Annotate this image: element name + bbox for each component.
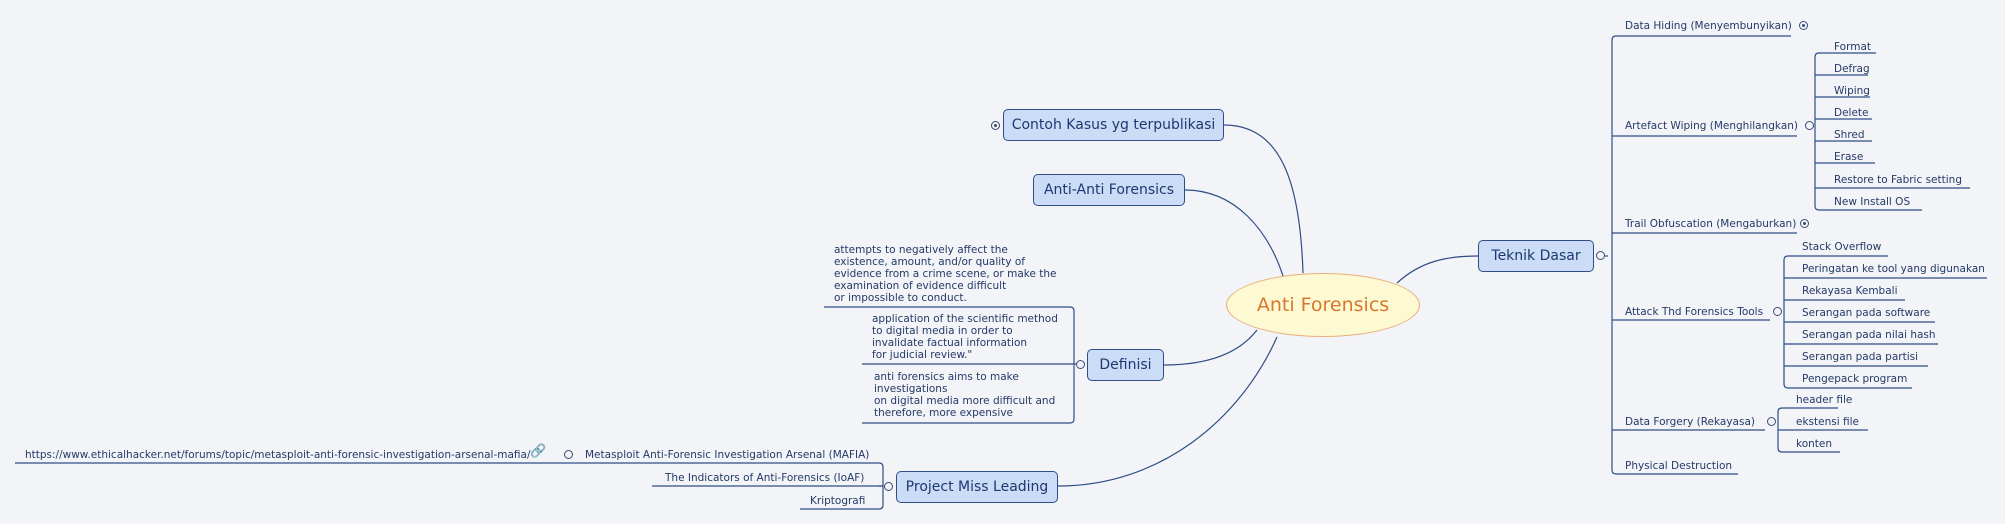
collapse-plus-icon[interactable] bbox=[991, 121, 1000, 130]
list-item[interactable]: Stack Overflow bbox=[1802, 241, 1882, 253]
list-item[interactable]: Serangan pada partisi bbox=[1802, 351, 1918, 363]
subtopic-mafia[interactable]: Metasploit Anti-Forensic Investigation A… bbox=[585, 449, 870, 461]
list-item[interactable]: Serangan pada nilai hash bbox=[1802, 329, 1936, 341]
list-item[interactable]: Wiping bbox=[1834, 85, 1870, 97]
list-item[interactable]: header file bbox=[1796, 394, 1853, 406]
list-item[interactable]: Peringatan ke tool yang digunakan bbox=[1802, 263, 1985, 275]
list-item[interactable]: ekstensi file bbox=[1796, 416, 1859, 428]
subtopic-kriptografi[interactable]: Kriptografi bbox=[810, 495, 866, 507]
subtopic-trail-obfuscation[interactable]: Trail Obfuscation (Mengaburkan) bbox=[1625, 218, 1797, 230]
definition-text[interactable]: attempts to negatively affect the existe… bbox=[834, 244, 1057, 304]
topic-contoh-kasus[interactable]: Contoh Kasus yg terpublikasi bbox=[1003, 109, 1224, 141]
list-item[interactable]: Defrag bbox=[1834, 63, 1870, 75]
list-item[interactable]: Format bbox=[1834, 41, 1872, 53]
url-link[interactable]: https://www.ethicalhacker.net/forums/top… bbox=[25, 449, 531, 461]
collapse-minus-icon[interactable] bbox=[1767, 417, 1776, 426]
subtopic-physical-destruction[interactable]: Physical Destruction bbox=[1625, 460, 1733, 472]
collapse-minus-icon[interactable] bbox=[884, 482, 893, 491]
collapse-minus-icon[interactable] bbox=[1805, 121, 1814, 130]
central-topic[interactable]: Anti Forensics bbox=[1226, 273, 1420, 337]
definition-text[interactable]: application of the scientific method to … bbox=[872, 313, 1058, 361]
topic-teknik-dasar[interactable]: Teknik Dasar bbox=[1478, 240, 1594, 272]
subtopic-artefact-wiping[interactable]: Artefact Wiping (Menghilangkan) bbox=[1625, 120, 1799, 132]
list-item[interactable]: Rekayasa Kembali bbox=[1802, 285, 1898, 297]
topic-definisi[interactable]: Definisi bbox=[1087, 349, 1164, 381]
collapse-minus-icon[interactable] bbox=[1596, 251, 1605, 260]
collapse-minus-icon[interactable] bbox=[1076, 360, 1085, 369]
topic-project-miss-leading[interactable]: Project Miss Leading bbox=[896, 471, 1058, 503]
collapse-minus-icon[interactable] bbox=[564, 450, 573, 459]
subtopic-ioaf[interactable]: The Indicators of Anti-Forensics (IoAF) bbox=[665, 472, 865, 484]
link-icon[interactable]: 🔗 bbox=[530, 444, 547, 459]
list-item[interactable]: Shred bbox=[1834, 129, 1865, 141]
list-item[interactable]: Serangan pada software bbox=[1802, 307, 1931, 319]
list-item[interactable]: Pengepack program bbox=[1802, 373, 1908, 385]
subtopic-data-hiding[interactable]: Data Hiding (Menyembunyikan) bbox=[1625, 20, 1792, 32]
definition-text[interactable]: anti forensics aims to make investigatio… bbox=[874, 371, 1056, 419]
list-item[interactable]: New Install OS bbox=[1834, 196, 1911, 208]
collapse-minus-icon[interactable] bbox=[1773, 307, 1782, 316]
topic-anti-anti-forensics[interactable]: Anti-Anti Forensics bbox=[1033, 174, 1185, 206]
list-item[interactable]: konten bbox=[1796, 438, 1833, 450]
list-item[interactable]: Erase bbox=[1834, 151, 1864, 163]
collapse-plus-icon[interactable] bbox=[1800, 219, 1809, 228]
list-item[interactable]: Restore to Fabric setting bbox=[1834, 174, 1962, 186]
collapse-plus-icon[interactable] bbox=[1799, 21, 1808, 30]
subtopic-data-forgery[interactable]: Data Forgery (Rekayasa) bbox=[1625, 416, 1755, 428]
list-item[interactable]: Delete bbox=[1834, 107, 1869, 119]
subtopic-attack-forensics-tools[interactable]: Attack Thd Forensics Tools bbox=[1625, 306, 1764, 318]
